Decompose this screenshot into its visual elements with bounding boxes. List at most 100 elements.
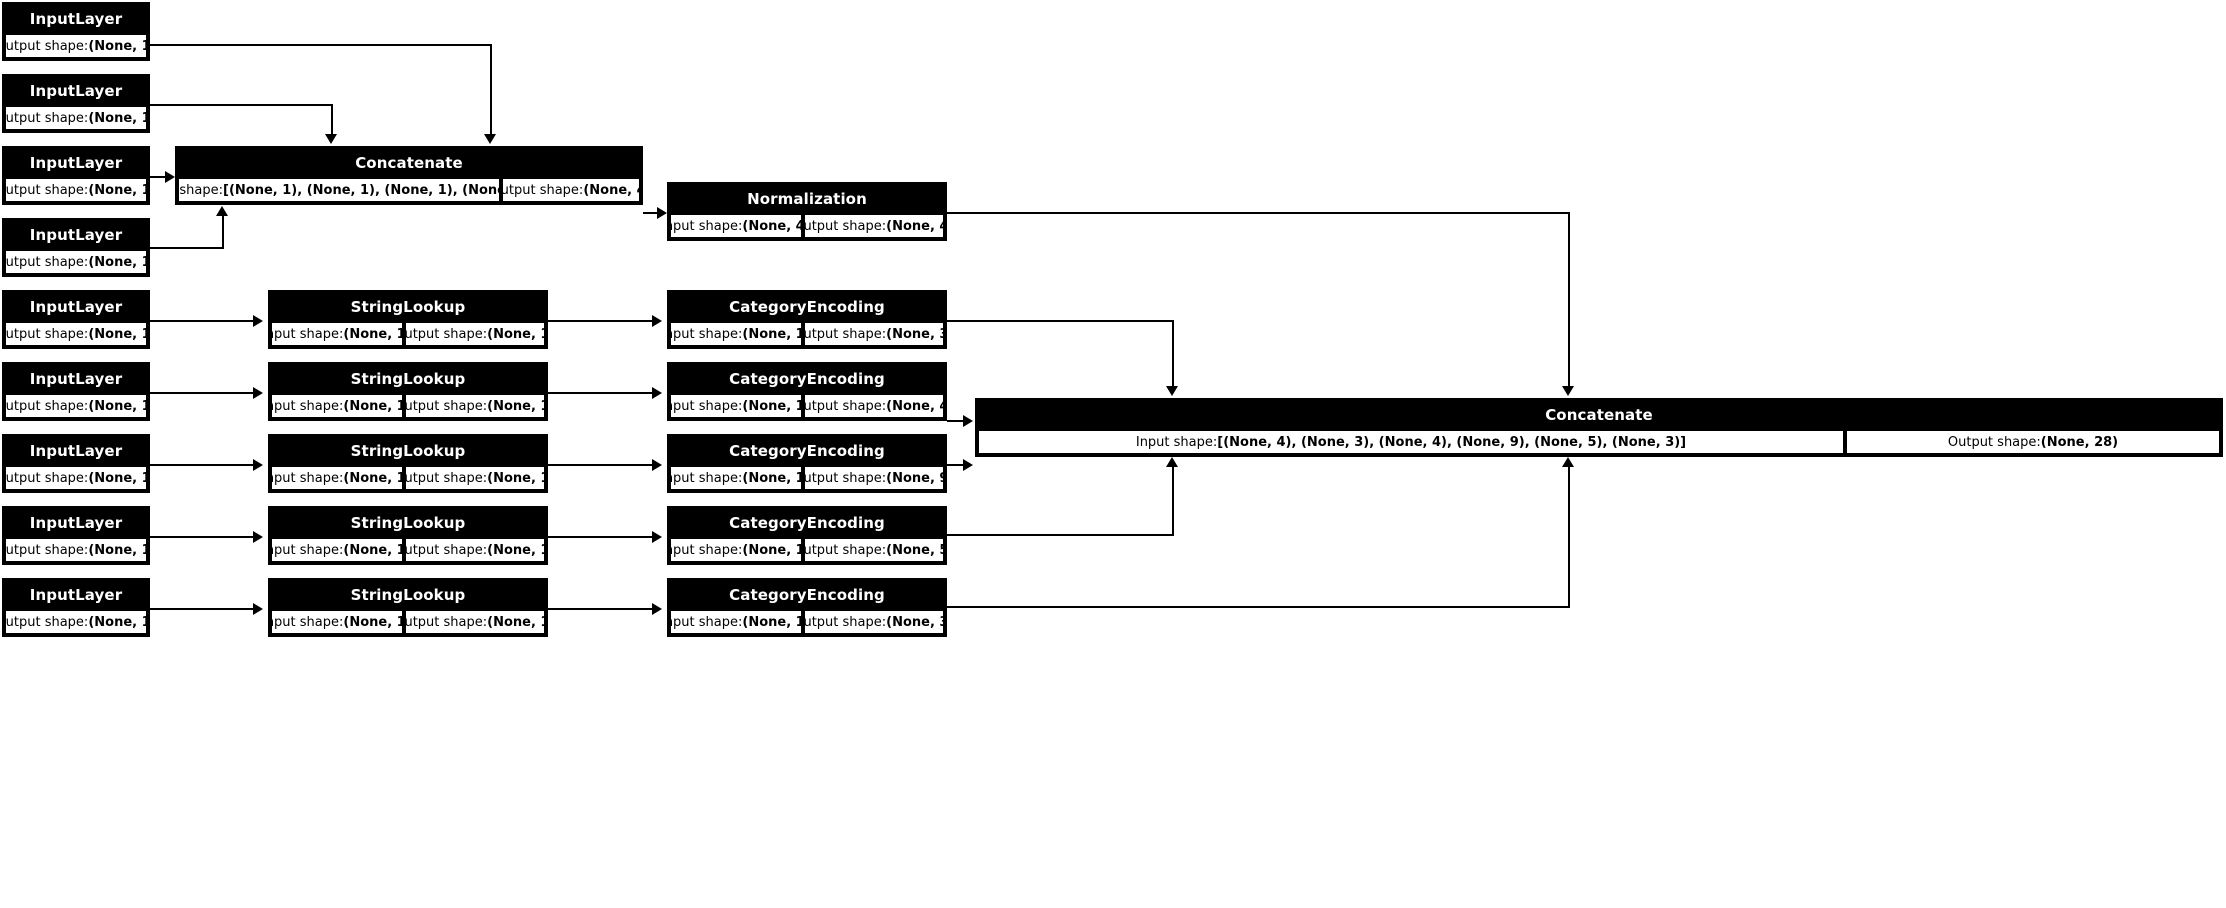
field-output-shape: Output shape: (None, 1): [5, 466, 147, 490]
field-value: (None, 1): [88, 326, 146, 342]
edge-lookup-to-encode-3: [548, 464, 652, 466]
node-input-layer-cat-3[interactable]: InputLayer Output shape: (None, 1): [2, 434, 150, 493]
field-input-shape: Input shape: (None, 1): [670, 538, 802, 562]
edge-input-to-lookup-4: [150, 536, 253, 538]
field-value: [(None, 1), (None, 1), (None, 1), (None,…: [223, 182, 499, 198]
field-value: (None, 1): [88, 254, 146, 270]
node-stringlookup-2[interactable]: StringLookup Input shape: (None, 1) Outp…: [268, 362, 548, 421]
field-label: Input shape:: [272, 614, 344, 630]
field-label: Output shape:: [803, 542, 887, 558]
field-label: Input shape:: [671, 326, 743, 342]
field-output-shape: Output shape: (None, 1): [5, 106, 147, 130]
field-value: (None, 1): [88, 38, 146, 54]
node-fields: Input shape: (None, 1) Output shape: (No…: [270, 466, 546, 491]
field-label: Input shape:: [1135, 434, 1218, 450]
node-stringlookup-5[interactable]: StringLookup Input shape: (None, 1) Outp…: [268, 578, 548, 637]
field-value: (None, 1): [487, 470, 544, 486]
node-fields: Input shape: (None, 1) Output shape: (No…: [270, 322, 546, 347]
edge-cat1-h: [947, 320, 1174, 322]
field-label: Output shape:: [5, 470, 89, 486]
field-output-shape: Output shape: (None, 3): [803, 610, 944, 634]
node-stringlookup-3[interactable]: StringLookup Input shape: (None, 1) Outp…: [268, 434, 548, 493]
node-title: CategoryEncoding: [669, 580, 945, 610]
field-value: (None, 4): [583, 182, 639, 198]
field-label: Output shape:: [1947, 434, 2041, 450]
node-normalization[interactable]: Normalization Input shape: (None, 4) Out…: [667, 182, 947, 241]
field-value: (None, 1): [343, 614, 401, 630]
node-input-layer-1[interactable]: InputLayer Output shape: (None, 1): [2, 2, 150, 61]
edge-input-to-lookup-3-arrowhead: [253, 459, 263, 471]
node-input-layer-cat-5[interactable]: InputLayer Output shape: (None, 1): [2, 578, 150, 637]
field-value: (None, 1): [88, 398, 146, 414]
field-output-shape: Output shape: (None, 1): [5, 394, 147, 418]
field-input-shape: Input shape: (None, 1): [271, 322, 403, 346]
node-categoryencoding-5[interactable]: CategoryEncoding Input shape: (None, 1) …: [667, 578, 947, 637]
field-output-shape: Output shape: (None, 4): [502, 178, 640, 202]
field-input-shape: Input shape: (None, 1): [670, 322, 802, 346]
field-value: (None, 1): [88, 182, 146, 198]
node-fields: Input shape: (None, 1) Output shape: (No…: [669, 394, 945, 419]
field-input-shape: Input shape: (None, 1): [271, 394, 403, 418]
node-fields: Input shape: (None, 1) Output shape: (No…: [669, 610, 945, 635]
edge-norm-concat2-arrowhead: [1562, 386, 1574, 396]
edge-lookup-to-encode-2: [548, 392, 652, 394]
edge-input2-h: [150, 104, 333, 106]
field-label: Output shape:: [5, 398, 89, 414]
node-fields: Input shape: (None, 1) Output shape: (No…: [270, 610, 546, 635]
node-title: InputLayer: [4, 364, 148, 394]
field-value: (None, 28): [2040, 434, 2119, 450]
node-concatenate-final[interactable]: Concatenate Input shape: [(None, 4), (No…: [975, 398, 2223, 457]
node-categoryencoding-2[interactable]: CategoryEncoding Input shape: (None, 1) …: [667, 362, 947, 421]
field-value: (None, 9): [886, 470, 943, 486]
node-fields: Output shape: (None, 1): [4, 106, 148, 131]
node-title: StringLookup: [270, 580, 546, 610]
edge-lookup-to-encode-3-arrowhead: [652, 459, 662, 471]
edge-cat3-h: [947, 464, 965, 466]
field-label: Output shape:: [404, 470, 488, 486]
node-input-layer-4[interactable]: InputLayer Output shape: (None, 1): [2, 218, 150, 277]
field-output-shape: Output shape: (None, 1): [5, 610, 147, 634]
node-input-layer-2[interactable]: InputLayer Output shape: (None, 1): [2, 74, 150, 133]
field-value: (None, 3): [886, 326, 943, 342]
field-label: Output shape:: [5, 326, 89, 342]
node-fields: Input shape: (None, 1) Output shape: (No…: [270, 394, 546, 419]
node-title: InputLayer: [4, 292, 148, 322]
field-label: Input shape:: [671, 614, 743, 630]
edge-input-to-lookup-2-arrowhead: [253, 387, 263, 399]
field-value: (None, 1): [88, 110, 146, 126]
edge-norm-concat2-v: [1568, 212, 1570, 388]
edge-norm-concat2-h: [947, 212, 1570, 214]
node-fields: Input shape: (None, 4) Output shape: (No…: [669, 214, 945, 239]
edge-lookup-to-encode-2-arrowhead: [652, 387, 662, 399]
field-label: Output shape:: [803, 470, 887, 486]
edge-cat1-arrowhead: [1166, 386, 1178, 396]
edge-input3-arrowhead: [165, 171, 175, 183]
field-output-shape: Output shape: (None, 1): [5, 34, 147, 58]
edge-lookup-to-encode-1: [548, 320, 652, 322]
node-input-layer-cat-1[interactable]: InputLayer Output shape: (None, 1): [2, 290, 150, 349]
node-categoryencoding-3[interactable]: CategoryEncoding Input shape: (None, 1) …: [667, 434, 947, 493]
node-input-layer-3[interactable]: InputLayer Output shape: (None, 1): [2, 146, 150, 205]
field-label: Output shape:: [404, 398, 488, 414]
node-title: InputLayer: [4, 220, 148, 250]
field-value: (None, 1): [88, 542, 146, 558]
field-value: (None, 4): [886, 218, 943, 234]
node-stringlookup-4[interactable]: StringLookup Input shape: (None, 1) Outp…: [268, 506, 548, 565]
node-concatenate-numeric[interactable]: Concatenate Input shape: [(None, 1), (No…: [175, 146, 643, 205]
field-value: (None, 1): [742, 398, 800, 414]
field-value: (None, 1): [88, 614, 146, 630]
field-label: Output shape:: [5, 254, 89, 270]
field-label: Output shape:: [5, 182, 89, 198]
node-categoryencoding-1[interactable]: CategoryEncoding Input shape: (None, 1) …: [667, 290, 947, 349]
node-fields: Input shape: (None, 1) Output shape: (No…: [669, 466, 945, 491]
node-stringlookup-1[interactable]: StringLookup Input shape: (None, 1) Outp…: [268, 290, 548, 349]
node-title: Concatenate: [977, 400, 2221, 430]
node-fields: Output shape: (None, 1): [4, 610, 148, 635]
node-input-layer-cat-4[interactable]: InputLayer Output shape: (None, 1): [2, 506, 150, 565]
node-categoryencoding-4[interactable]: CategoryEncoding Input shape: (None, 1) …: [667, 506, 947, 565]
field-output-shape: Output shape: (None, 28): [1846, 430, 2220, 454]
node-input-layer-cat-2[interactable]: InputLayer Output shape: (None, 1): [2, 362, 150, 421]
field-value: (None, 1): [343, 326, 401, 342]
node-title: StringLookup: [270, 292, 546, 322]
field-value: [(None, 4), (None, 3), (None, 4), (None,…: [1217, 434, 1687, 450]
